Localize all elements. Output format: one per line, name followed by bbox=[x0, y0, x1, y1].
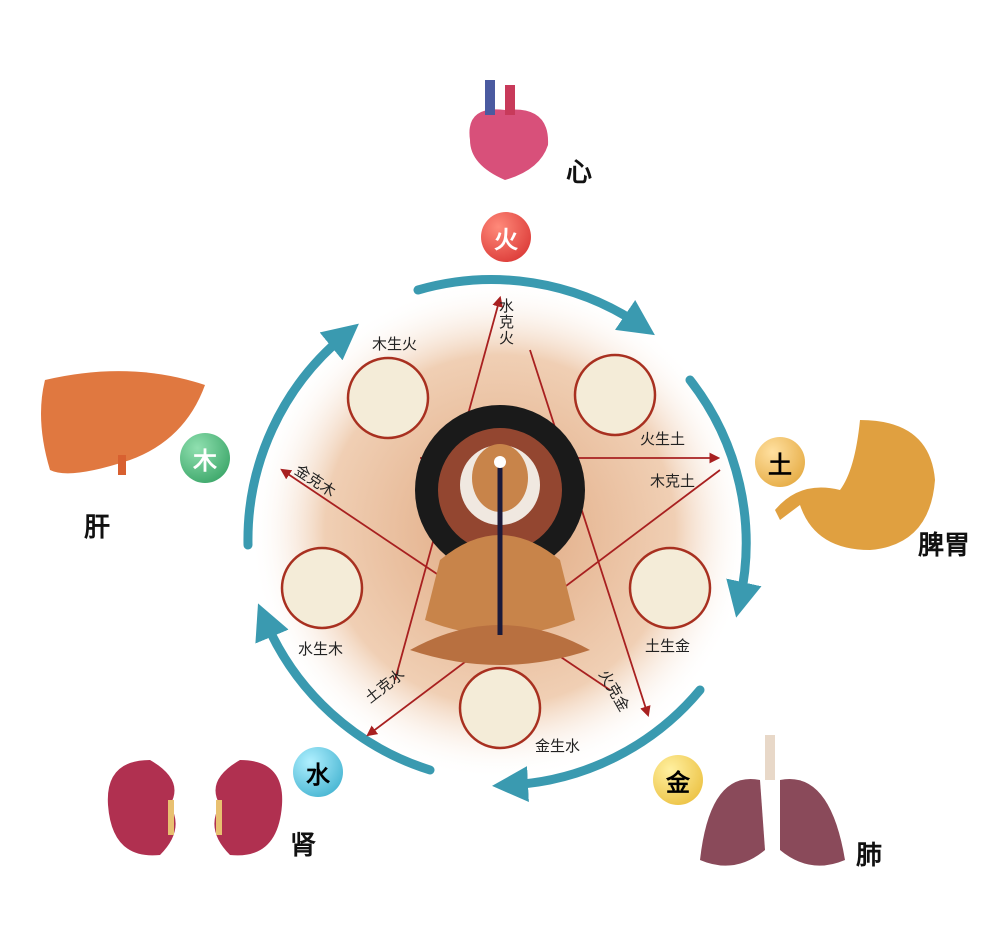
label-metal-generates-water: 金生水 bbox=[535, 737, 581, 755]
label-fire-generates-earth: 火生土 bbox=[640, 430, 686, 448]
liver-organ bbox=[41, 371, 205, 475]
label-wood-generates-fire: 木生火 bbox=[372, 335, 418, 353]
organ-label-liver: 肝 bbox=[84, 513, 111, 543]
lungs-organ bbox=[700, 735, 845, 866]
element-metal-label: 金 bbox=[666, 768, 690, 797]
element-metal: 金 bbox=[653, 755, 703, 805]
vignettes bbox=[280, 353, 712, 750]
element-water-label: 水 bbox=[306, 760, 330, 789]
cycle-arrow-earth-metal bbox=[685, 375, 762, 618]
vignette-water-wood bbox=[280, 546, 364, 630]
element-water: 水 bbox=[293, 747, 343, 797]
label-wood-controls-earth: 木克土 bbox=[650, 472, 696, 490]
vignette-earth-metal bbox=[628, 546, 712, 630]
label-water-controls-fire: 水克火 bbox=[497, 298, 515, 346]
meditating-figure bbox=[410, 405, 590, 665]
organ-label-lung: 肺 bbox=[856, 841, 883, 871]
cycle-arrow-water-wood bbox=[255, 603, 435, 775]
element-earth: 土 bbox=[755, 437, 805, 487]
label-water-generates-wood: 水生木 bbox=[298, 640, 344, 658]
organ-label-heart: 心 bbox=[566, 158, 593, 188]
control-arrow-fire-metal bbox=[529, 349, 651, 718]
cycle-arrow-fire-earth bbox=[413, 275, 655, 336]
element-fire-label: 火 bbox=[494, 225, 518, 254]
element-wood-label: 木 bbox=[193, 446, 217, 475]
element-wood: 木 bbox=[180, 433, 230, 483]
element-fire: 火 bbox=[481, 212, 531, 262]
cycle-arrow-metal-water bbox=[492, 685, 705, 803]
generating-cycle-arrows bbox=[243, 275, 762, 803]
organ-label-kidney: 肾 bbox=[290, 831, 317, 861]
cycle-arrow-wood-fire bbox=[243, 323, 359, 550]
organ-label-spleen-stomach: 脾胃 bbox=[918, 531, 971, 561]
vignette-fire-earth bbox=[573, 353, 657, 437]
element-earth-label: 土 bbox=[768, 450, 792, 479]
stomach-organ bbox=[775, 420, 935, 550]
label-earth-generates-metal: 土生金 bbox=[645, 637, 691, 655]
heart-organ bbox=[469, 80, 549, 180]
kidneys-organ bbox=[107, 760, 283, 856]
vignette-wood-fire bbox=[346, 356, 430, 440]
vignette-metal-water bbox=[458, 666, 542, 750]
